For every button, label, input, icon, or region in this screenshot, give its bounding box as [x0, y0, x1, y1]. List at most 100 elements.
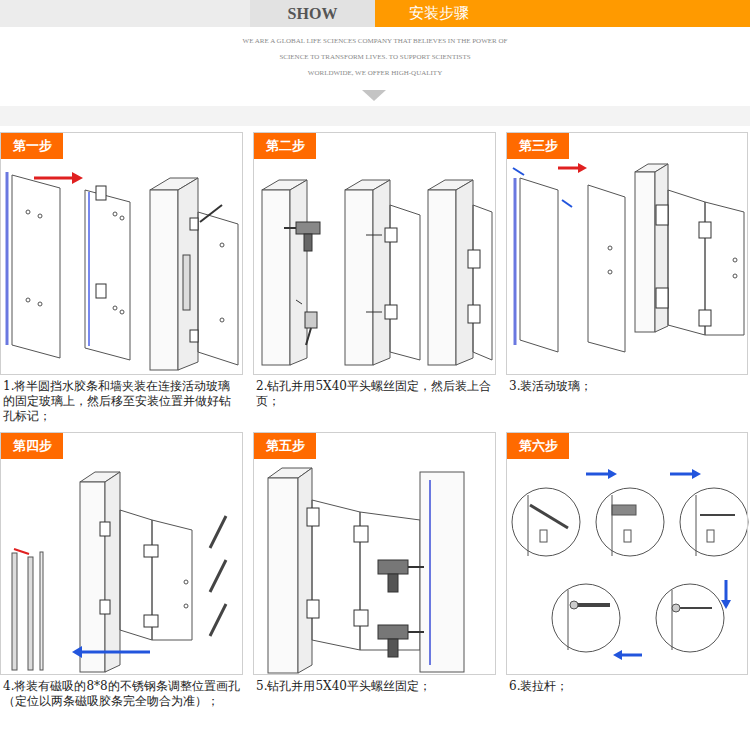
step-panel: 6.装拉杆；第六步	[506, 432, 748, 675]
step4-drawing-part	[12, 553, 17, 670]
step-label: 第三步	[507, 133, 569, 159]
step3-drawing-part	[513, 168, 524, 175]
step2-drawing	[262, 180, 492, 365]
step3-drawing-part	[635, 172, 655, 332]
step1-drawing-part	[72, 172, 83, 184]
step-panel: 1.将半圆挡水胶条和墙夹装在连接活动玻璃的固定玻璃上，然后移至安装位置并做好钻孔…	[0, 132, 243, 375]
step1-drawing-part	[12, 175, 60, 358]
page-ground-part	[253, 132, 496, 375]
step6-drawing-part	[696, 495, 697, 556]
step5-drawing-part	[298, 468, 312, 673]
step1-drawing-part	[113, 306, 117, 310]
step2-drawing-part	[262, 190, 290, 365]
step6-drawing-part	[612, 505, 636, 515]
step-panel: 2.钻孔并用5X40平头螺丝固定，然后装上合页；第二步	[253, 132, 496, 375]
step6-drawing	[512, 469, 748, 660]
step5-drawing-part	[354, 610, 368, 626]
step2-drawing-part	[366, 312, 382, 313]
step5-drawing-part	[378, 560, 408, 574]
step1-drawing-part	[190, 330, 198, 342]
header-text: 安装步骤	[375, 0, 750, 27]
step-tab: 第一步	[1, 133, 63, 159]
step6-drawing-part	[530, 505, 568, 528]
step6-drawing-part	[672, 604, 680, 612]
step-caption: 5.钻孔并用5X40平头螺丝固定；	[256, 679, 493, 694]
step6-drawing-part	[725, 580, 728, 600]
step1-drawing-part	[190, 218, 198, 230]
step6-drawing-part	[586, 473, 608, 476]
step3-drawing-part	[562, 200, 572, 207]
step5-drawing-part	[420, 472, 464, 672]
step1-drawing-part	[113, 212, 117, 216]
step6-drawing-part	[624, 530, 631, 542]
step2-drawing-part	[468, 305, 480, 323]
step5-drawing-part	[429, 480, 431, 665]
step1-drawing-part	[200, 205, 222, 222]
step1-drawing	[7, 172, 238, 370]
step6-drawing-part	[670, 473, 692, 476]
step3-drawing-part	[656, 288, 668, 308]
step6-drawing-part	[528, 495, 529, 556]
step3-drawing-part	[733, 274, 737, 278]
step6-drawing-part	[552, 584, 620, 652]
step-panel: 4.将装有磁吸的8*8的不锈钢条调整位置画孔（定位以两条磁吸胶条完全吻合为准）；…	[0, 432, 243, 675]
step2-drawing-part	[366, 235, 382, 236]
step5-drawing-part	[307, 600, 319, 618]
step4-drawing-part	[210, 560, 226, 592]
page-ground-part	[362, 90, 386, 101]
step-caption: 4.将装有磁吸的8*8的不锈钢条调整位置画孔（定位以两条磁吸胶条完全吻合为准）；	[3, 679, 240, 709]
step-label: 第四步	[1, 433, 63, 459]
step4-drawing	[12, 472, 226, 672]
header-tab: SHOW	[250, 0, 375, 27]
step4-drawing-part	[144, 615, 158, 627]
step-tab: 第五步	[254, 433, 316, 459]
header-text: SHOW	[250, 0, 375, 27]
step2-drawing-part	[456, 180, 473, 365]
step3-drawing-part	[558, 167, 578, 170]
step1-drawing-part	[220, 243, 224, 247]
step2-drawing-part	[306, 328, 311, 345]
step6-drawing-part	[540, 530, 547, 542]
step3-drawing-part	[514, 178, 517, 345]
step6-drawing-part	[608, 469, 617, 479]
step6-drawing-part	[622, 654, 642, 657]
step1-drawing-part	[88, 192, 90, 346]
step2-drawing-part	[345, 190, 373, 365]
step3-drawing-part	[588, 185, 625, 352]
step4-drawing-part	[184, 580, 188, 584]
step4-drawing-part	[40, 552, 43, 670]
step2-drawing-part	[296, 222, 320, 234]
step2-drawing-part	[290, 180, 307, 365]
step5-drawing-part	[388, 639, 398, 657]
step-tab: 第四步	[1, 433, 63, 459]
step6-drawing-part	[574, 603, 610, 607]
tagline-text: WE ARE A GLOBAL LIFE SCIENCES COMPANY TH…	[0, 37, 750, 46]
step-tab: 第六步	[507, 433, 569, 459]
step4-drawing-part	[105, 472, 120, 672]
step4-drawing-part	[144, 545, 158, 557]
step-caption: 1.将半圆挡水胶条和墙夹装在连接活动玻璃的固定玻璃上，然后移至安装位置并做好钻孔…	[3, 379, 240, 424]
tagline-text: WORLDWIDE, WE OFFER HIGH-QUALITY	[0, 69, 750, 78]
step5-drawing-part	[408, 566, 424, 568]
step6-drawing-part	[707, 530, 714, 542]
step6-drawing-part	[700, 514, 735, 516]
step6-drawing-part	[612, 495, 613, 556]
step5-drawing-part	[354, 526, 368, 542]
step3-drawing	[513, 163, 744, 352]
step5-drawing-part	[408, 631, 424, 633]
step3-drawing-part	[699, 310, 711, 326]
page-ground-part	[253, 432, 496, 675]
step6-drawing-part	[570, 601, 578, 609]
step5-drawing-part	[388, 574, 398, 592]
step6-drawing-part	[721, 600, 731, 609]
page-ground-part	[506, 432, 748, 675]
step6-drawing-part	[512, 488, 580, 556]
step2-drawing-part	[304, 234, 312, 251]
step2-drawing-part	[385, 228, 397, 242]
step6-drawing-part	[613, 650, 622, 660]
step3-drawing-part	[578, 163, 587, 173]
step-caption: 2.钻孔并用5X40平头螺丝固定，然后装上合页；	[256, 379, 493, 409]
step-caption: 6.装拉杆；	[509, 679, 745, 694]
page-ground-part	[0, 106, 750, 126]
